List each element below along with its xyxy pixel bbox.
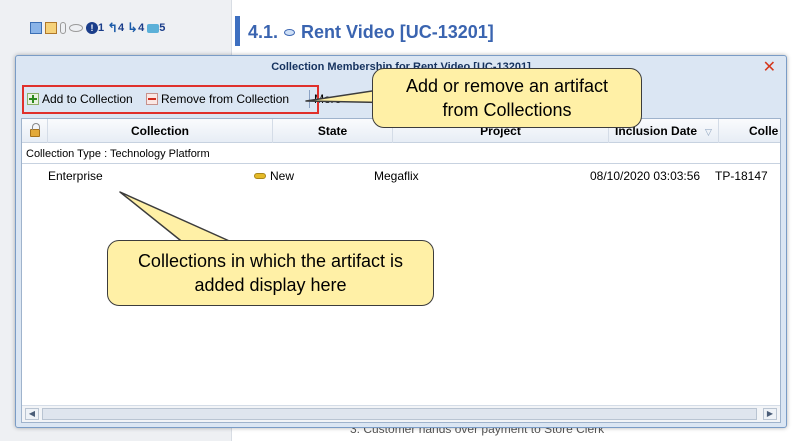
section-title: Rent Video [UC-13201] xyxy=(301,22,494,42)
cell-inclusion-date: 08/10/2020 03:03:56 xyxy=(590,169,701,183)
scrollbar-thumb[interactable] xyxy=(42,408,757,420)
lock-column-header xyxy=(22,119,48,143)
add-to-collection-button[interactable]: Add to Collection xyxy=(27,89,133,109)
section-number: 4.1. xyxy=(248,22,279,42)
toolbar-callout-text: Add or remove an artifact from Collectio… xyxy=(405,76,609,120)
upstream-icon[interactable]: ↰4 xyxy=(107,20,125,35)
column-header-collection-id[interactable]: Colle xyxy=(749,124,779,138)
collection-icon[interactable] xyxy=(30,22,42,34)
watch-icon[interactable] xyxy=(69,24,83,32)
horizontal-scrollbar[interactable]: ◀ ▶ xyxy=(22,405,780,422)
scroll-left-icon[interactable]: ◀ xyxy=(25,408,39,420)
downstream-icon[interactable]: ↳4 xyxy=(127,20,145,35)
cell-project: Megaflix xyxy=(374,169,419,183)
inclusion-date-label: Inclusion Date xyxy=(615,124,698,138)
column-header-inclusion-date[interactable]: Inclusion Date ▽ xyxy=(609,119,719,143)
issues-count: 1 xyxy=(98,22,105,34)
section-heading: 4.1. Rent Video [UC-13201] xyxy=(248,22,494,43)
comments-count: 5 xyxy=(159,22,166,34)
toolbar-divider xyxy=(309,90,310,108)
column-header-state[interactable]: State xyxy=(273,119,393,143)
scroll-right-icon[interactable]: ▶ xyxy=(763,408,777,420)
add-icon xyxy=(27,93,39,105)
state-label: New xyxy=(270,169,295,183)
attachment-icon[interactable] xyxy=(60,22,66,34)
artifact-toolbar-icons: !1 ↰4 ↳4 5 xyxy=(30,20,165,36)
add-to-collection-label: Add to Collection xyxy=(42,92,133,106)
cell-collection-id: TP-18147 xyxy=(715,169,768,183)
remove-from-collection-label: Remove from Collection xyxy=(161,92,290,106)
cell-state: New xyxy=(254,166,294,186)
cell-collection: Enterprise xyxy=(48,169,103,183)
state-indicator-icon xyxy=(254,173,266,179)
issues-icon[interactable]: !1 xyxy=(86,22,104,34)
sort-icon: ▽ xyxy=(705,127,712,137)
lock-icon xyxy=(29,123,40,137)
copy-icon[interactable] xyxy=(45,22,57,34)
use-case-icon xyxy=(284,29,296,36)
downstream-count: 4 xyxy=(138,22,145,34)
table-row[interactable]: Enterprise New Megaflix 08/10/2020 03:03… xyxy=(22,166,780,186)
toolbar-callout: Add or remove an artifact from Collectio… xyxy=(372,68,642,128)
remove-from-collection-button[interactable]: Remove from Collection xyxy=(146,89,289,109)
group-header-row[interactable]: Collection Type : Technology Platform xyxy=(22,144,780,164)
remove-icon xyxy=(146,93,158,105)
close-icon[interactable]: ✕ xyxy=(762,59,776,76)
heading-accent-bar xyxy=(235,16,240,46)
grid-callout: Collections in which the artifact is add… xyxy=(107,240,434,306)
comments-icon[interactable]: 5 xyxy=(147,22,165,34)
upstream-count: 4 xyxy=(118,22,125,34)
grid-callout-text: Collections in which the artifact is add… xyxy=(137,251,404,295)
column-header-collection[interactable]: Collection xyxy=(48,119,273,143)
